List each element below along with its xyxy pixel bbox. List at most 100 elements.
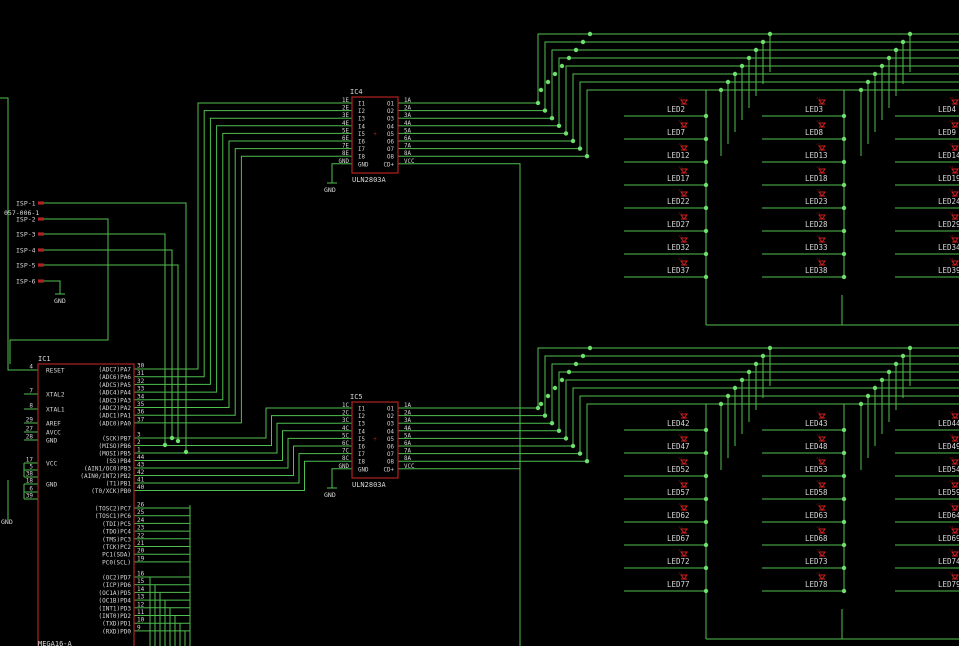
ic1-pin-number: 7 (29, 388, 33, 395)
led-label: LED79 (938, 580, 959, 589)
junction-dot (703, 496, 709, 502)
parts (37, 96, 959, 646)
junction-dot (725, 393, 731, 399)
led-symbol (680, 145, 688, 151)
led-label: LED23 (805, 197, 828, 206)
led-arrows: ⇗⇗ (816, 410, 820, 414)
led-row-bus (412, 395, 959, 455)
driver-pin-label: O8 (387, 460, 394, 466)
junction-dot (169, 435, 175, 441)
junction-dot (753, 361, 759, 367)
led-label: LED63 (805, 511, 828, 520)
led-symbol (818, 214, 826, 220)
led-label: LED8 (805, 128, 824, 137)
driver-net-label: 2A (404, 411, 411, 417)
junction-dot (907, 345, 913, 351)
ic1-pin-number: 28 (26, 434, 34, 441)
driver-pin-label: I7 (358, 452, 365, 458)
led-arrows: ⇗⇗ (678, 548, 682, 552)
pb-bus-wire (148, 415, 338, 446)
pa-bus-wire (148, 132, 338, 401)
junction-dot (545, 393, 551, 399)
ic1-pin-number: 37 (137, 416, 145, 423)
ic1-pin-label: (RXD)PD0 (102, 628, 131, 635)
driver-pin-label: O1 (387, 407, 394, 413)
junction-dot (872, 71, 878, 77)
ic1-pin-label: (INT0)PD2 (98, 613, 131, 620)
driver-pin-label: I2 (358, 414, 365, 420)
driver-net-label: 5C (342, 433, 349, 439)
isp-5-wire (44, 264, 179, 441)
junction-dot (858, 401, 864, 407)
ic1-pin-label: (TOSC1)PC6 (95, 513, 132, 520)
ic1-pin-label: (AIN0/INT2)PB2 (80, 473, 131, 480)
junction-dot (767, 31, 773, 37)
led-row-bus (412, 387, 959, 447)
ic1-pin-number: 11 (137, 609, 145, 616)
ic1-pin-label: (OC1B)PD4 (98, 598, 131, 605)
ic1-pin-number: 10 (137, 617, 145, 624)
led-label: LED13 (805, 151, 828, 160)
ic1-pin-label: VCC (46, 461, 57, 468)
led-arrows: ⇗⇗ (816, 571, 820, 575)
ic1-name: IC1 (38, 355, 51, 363)
junction-dot (886, 369, 892, 375)
junction-dot (570, 443, 576, 449)
pa-bus-wire (148, 155, 338, 424)
junction-dot (703, 588, 709, 594)
junction-dot (841, 274, 847, 280)
driver-net-label: 1A (404, 98, 411, 104)
driver-net-label: 7A (404, 144, 411, 150)
led-row-bus (412, 81, 959, 150)
driver-pin-label: I8 (358, 155, 365, 161)
ic1-pin-label: XTAL1 (46, 407, 65, 414)
driver-pin-label: O3 (387, 422, 394, 428)
led-symbol (951, 436, 959, 442)
ic1-body (37, 363, 135, 646)
ic1-pin-label: (SCK)PB7 (102, 436, 131, 443)
ic1-pin-label: (OC2)PD7 (102, 575, 131, 582)
driver-pin-label: I3 (358, 117, 365, 123)
led-label: LED22 (667, 197, 690, 206)
isp-2-wire (9, 218, 109, 364)
reset-wire (0, 97, 24, 371)
driver-net-label: GND (339, 159, 350, 165)
driver-net-label: VCC (404, 464, 415, 470)
driver-gnd-wire (331, 468, 338, 488)
led-row-bus (412, 371, 959, 432)
driver-net-label: 5A (404, 128, 411, 134)
driver-pin-label: O4 (387, 124, 394, 130)
ic1-pin-number: 40 (137, 484, 145, 491)
led-label: LED42 (667, 419, 690, 428)
ic1-pin-label: (ADC7)PA7 (98, 367, 131, 374)
junction-dot (760, 39, 766, 45)
pa-bus-wire (148, 140, 338, 408)
led-symbol (818, 122, 826, 128)
driver-pin-label: I5 (358, 437, 365, 443)
junction-dot (900, 353, 906, 359)
pa-bus-wire (148, 125, 338, 393)
led-label: LED73 (805, 557, 828, 566)
isp-part-label: 057-006-1 (4, 209, 39, 217)
led-arrows: ⇗⇗ (949, 456, 953, 460)
junction-dot (563, 131, 569, 136)
junction-dot (841, 205, 847, 211)
led-symbol (951, 214, 959, 220)
junction-dot (841, 588, 847, 594)
driver-net-label: 3C (342, 418, 349, 424)
junction-dot (566, 369, 572, 375)
led-label: LED3 (805, 105, 823, 114)
ic1-pin-number: 35 (137, 401, 145, 408)
ic1-pin-number: 32 (137, 378, 145, 385)
led-row-bus (412, 379, 959, 439)
junction-dot (538, 401, 544, 407)
junction-dot (549, 116, 555, 121)
led-row-bus (412, 33, 959, 104)
junction-dot (566, 55, 572, 61)
ic1-pin-number: 26 (137, 502, 145, 509)
driver-pin-label: GND (358, 162, 369, 168)
driver-net-label: 3A (404, 418, 411, 424)
led-symbol (680, 122, 688, 128)
junction-dot (162, 442, 168, 448)
led-arrows: ⇗⇗ (949, 433, 953, 437)
